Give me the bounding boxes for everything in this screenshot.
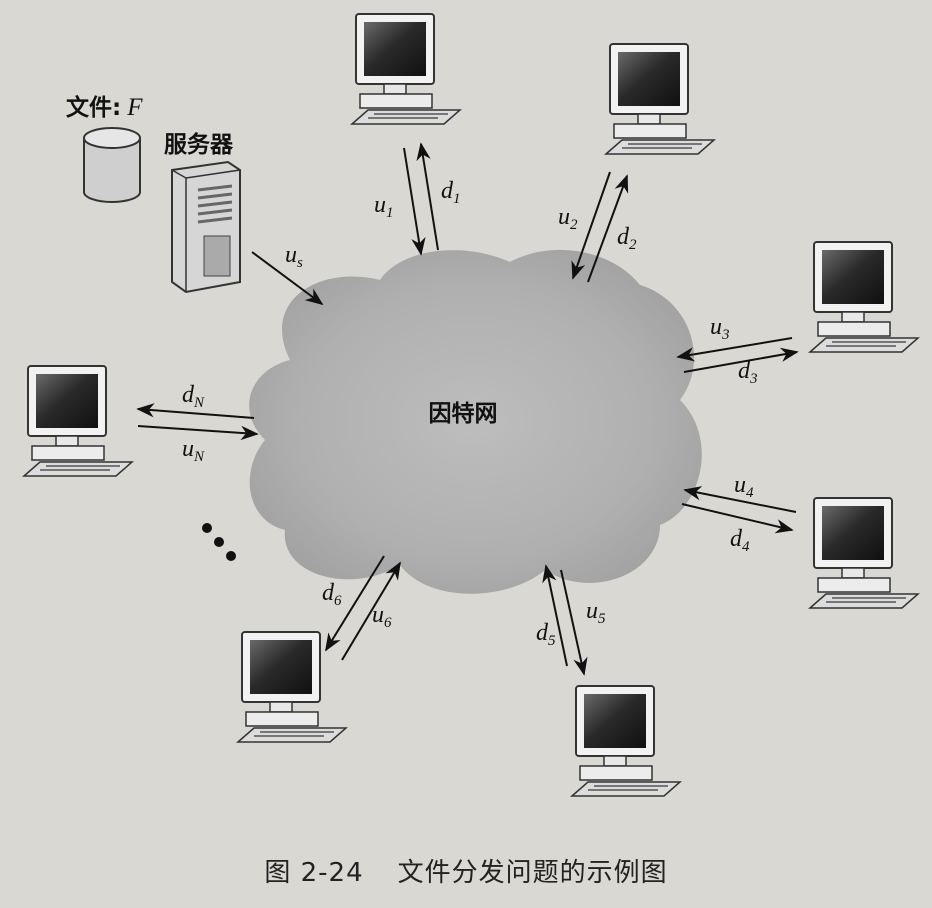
- label-u-2: u2: [558, 204, 578, 233]
- label-u-3: u3: [710, 314, 730, 343]
- label-u-4: u4: [734, 472, 754, 501]
- label-d-N: dN: [182, 382, 205, 411]
- peer4-upload-arrow: [683, 486, 797, 513]
- computer-icon-peerN: [23, 365, 133, 477]
- label-u-s: us: [285, 242, 303, 271]
- label-u-N: uN: [182, 436, 205, 465]
- peer3-download-arrow: [683, 347, 799, 373]
- file-label: 文件:F: [66, 94, 143, 121]
- peer3-upload-arrow: [676, 337, 793, 362]
- computer-icon-peer3: [809, 241, 919, 353]
- figure-number: 图 2-24: [264, 858, 364, 888]
- label-u-5: u5: [586, 598, 606, 627]
- peer2-upload-arrow: [571, 171, 611, 280]
- label-d-4: d4: [730, 526, 750, 555]
- peer4-download-arrow: [681, 503, 794, 534]
- server-upload-arrow: [251, 251, 324, 306]
- peer1-download-arrow: [416, 142, 439, 251]
- label-u-1: u1: [374, 192, 394, 221]
- internet-cloud-icon: [249, 249, 702, 594]
- computer-icon-peer2: [605, 43, 715, 155]
- peer1-upload-arrow: [403, 147, 426, 256]
- computer-icon-peer4: [809, 497, 919, 609]
- file-label-text: 文件:: [66, 94, 121, 121]
- cloud-label: 因特网: [429, 401, 498, 427]
- peer2-download-arrow: [587, 174, 629, 283]
- label-d-5: d5: [536, 620, 556, 649]
- ellipsis-dots-icon: [202, 523, 236, 561]
- computer-icon-peer1: [351, 13, 461, 125]
- peer5-download-arrow: [560, 569, 588, 676]
- label-u-6: u6: [372, 602, 392, 631]
- figure-caption: 图 2-24 文件分发问题的示例图: [0, 852, 932, 889]
- label-d-2: d2: [617, 224, 637, 253]
- computer-icon-peer5: [571, 685, 681, 797]
- peer5-upload-arrow: [542, 564, 568, 667]
- database-icon: [83, 127, 141, 203]
- peer6-upload-arrow: [341, 561, 401, 661]
- peerN-upload-arrow: [137, 425, 259, 441]
- label-d-3: d3: [738, 358, 758, 387]
- label-d-1: d1: [441, 178, 461, 207]
- figure-title: 文件分发问题的示例图: [397, 858, 668, 888]
- computer-icon-peer6: [237, 631, 347, 743]
- peer6-download-arrow: [325, 555, 385, 652]
- peerN-download-arrow: [136, 403, 255, 419]
- label-d-6: d6: [322, 580, 342, 609]
- server-label: 服务器: [164, 132, 234, 158]
- server-tower-icon: [171, 160, 241, 294]
